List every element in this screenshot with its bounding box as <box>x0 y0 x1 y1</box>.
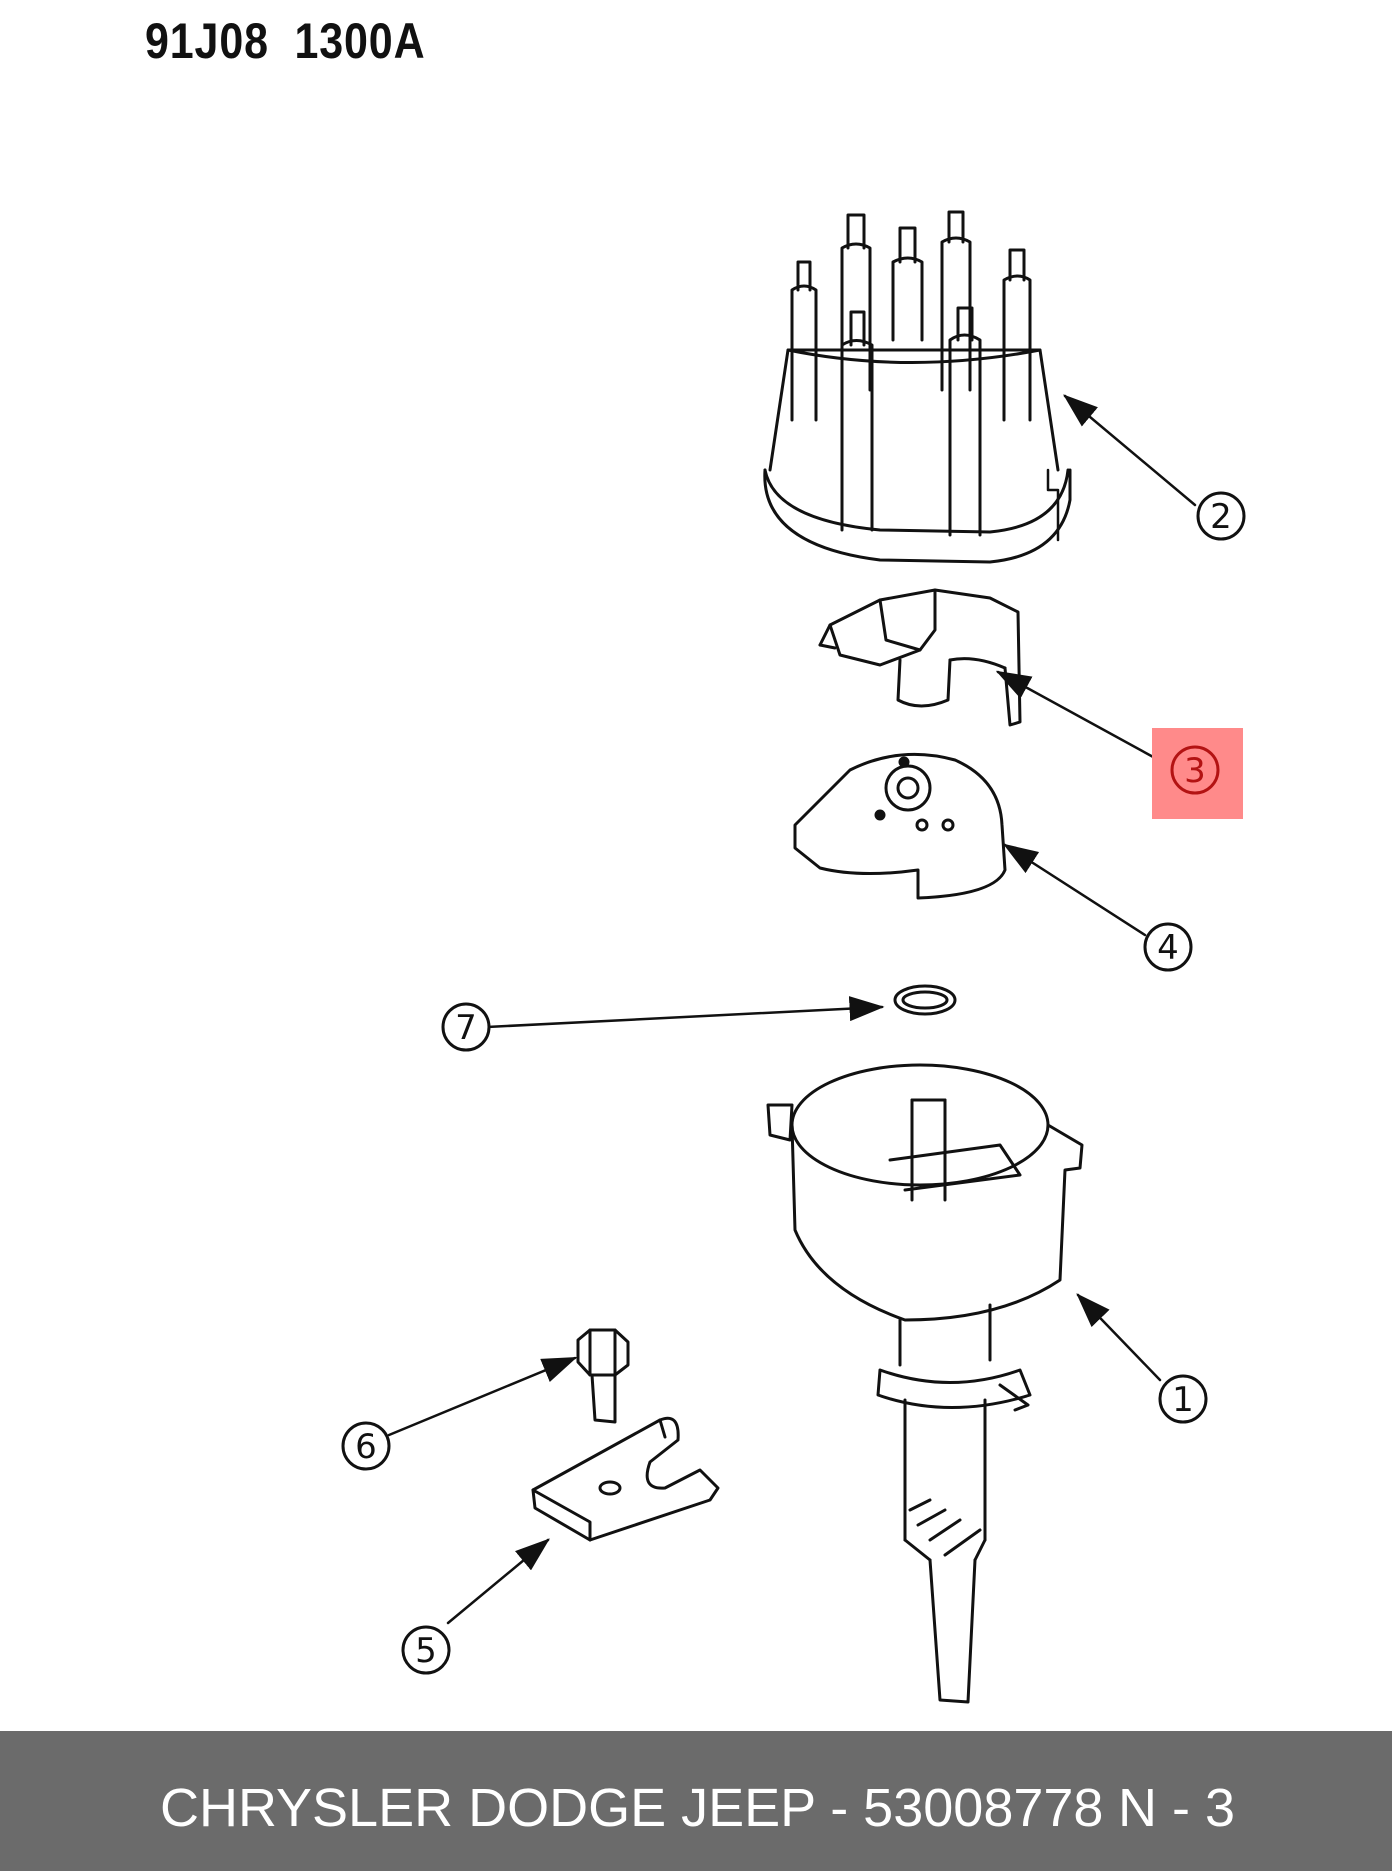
rotor-part <box>818 588 1022 727</box>
callout-highlight <box>1152 728 1243 819</box>
distributor-cap-part <box>763 210 1072 564</box>
leader-arrow-6 <box>387 1356 578 1437</box>
leader-arrow-1 <box>1076 1293 1162 1382</box>
o-ring-inner <box>901 990 949 1010</box>
callout-7[interactable]: 7 <box>441 1002 491 1052</box>
drawing-code: 91J08 1300A <box>145 13 426 69</box>
svg-text:2: 2 <box>1210 497 1232 537</box>
bolt-part <box>576 1328 630 1424</box>
hold-down-clamp-part <box>531 1416 720 1542</box>
pickup-plate-part <box>793 752 1007 900</box>
leader-arrow-4 <box>1002 843 1147 937</box>
leader-arrow-2 <box>1063 394 1197 507</box>
svg-text:7: 7 <box>455 1008 477 1048</box>
leader-arrow-3 <box>995 670 1157 760</box>
svg-text:4: 4 <box>1157 928 1179 968</box>
svg-text:5: 5 <box>415 1631 437 1671</box>
leader-arrow-5 <box>446 1538 550 1625</box>
o-ring-part <box>893 984 957 1016</box>
callout-4[interactable]: 4 <box>1143 922 1193 972</box>
callout-1[interactable]: 1 <box>1158 1374 1208 1424</box>
leader-arrow-7 <box>485 996 885 1029</box>
distributor-housing-part <box>766 1063 1084 1704</box>
svg-text:1: 1 <box>1172 1380 1194 1420</box>
callout-2[interactable]: 2 <box>1196 491 1246 541</box>
svg-text:6: 6 <box>355 1427 377 1467</box>
leader-arrows <box>387 394 1197 1625</box>
callout-5[interactable]: 5 <box>401 1625 451 1675</box>
svg-text:3: 3 <box>1184 751 1206 791</box>
footer-bar: CHRYSLER DODGE JEEP - 53008778 N - 3 <box>0 1731 1392 1871</box>
callouts: 2 3 4 7 1 6 5 <box>341 491 1246 1675</box>
callout-3[interactable]: 3 <box>1170 745 1220 795</box>
footer-part-label: CHRYSLER DODGE JEEP - 53008778 <box>160 1778 1104 1838</box>
footer-page-number: N - 3 <box>1118 1778 1236 1838</box>
callout-6[interactable]: 6 <box>341 1421 391 1471</box>
exploded-view-diagram: 2 3 4 7 1 6 5 <box>341 210 1246 1704</box>
